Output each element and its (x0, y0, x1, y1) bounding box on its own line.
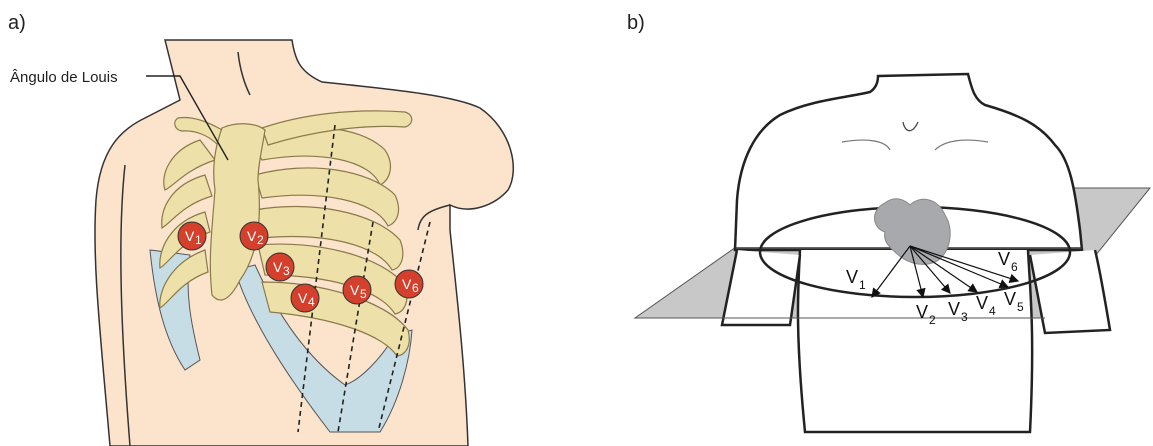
svg-text:6: 6 (1011, 260, 1018, 274)
svg-text:V: V (916, 302, 928, 322)
electrode-v1-label: V (185, 228, 195, 244)
electrode-v3: V 3 (266, 253, 294, 281)
svg-text:2: 2 (929, 313, 936, 327)
svg-text:V: V (846, 267, 858, 287)
panel-a-chest: Ângulo de Louis V 1 V 2 V 3 V 4 V 5 (10, 40, 513, 446)
svg-text:5: 5 (1017, 300, 1024, 314)
electrode-v5: V 5 (343, 276, 371, 304)
svg-text:V: V (998, 249, 1010, 269)
electrode-v6-sub: 6 (412, 281, 419, 295)
electrode-v4-label: V (298, 290, 308, 306)
electrode-v5-label: V (350, 282, 360, 298)
electrode-v6: V 6 (395, 270, 423, 298)
svg-text:V: V (948, 299, 960, 319)
svg-text:4: 4 (989, 304, 996, 318)
electrode-v2-label: V (247, 228, 257, 244)
electrode-v5-sub: 5 (360, 287, 367, 301)
svg-text:V: V (1004, 289, 1016, 309)
svg-text:3: 3 (961, 310, 968, 324)
panel-b-torso: V 1 V 2 V 3 V 4 V 5 V 6 (635, 74, 1150, 432)
electrode-v4-sub: 4 (308, 295, 315, 309)
electrode-v3-label: V (273, 259, 283, 275)
torso-outline-lower (798, 250, 1032, 432)
louis-angle-label: Ângulo de Louis (10, 69, 118, 86)
electrode-v2-sub: 2 (257, 233, 264, 247)
electrode-v2: V 2 (240, 222, 268, 250)
left-arm (722, 250, 800, 325)
electrode-v1-sub: 1 (195, 233, 202, 247)
right-arm (1030, 250, 1110, 333)
electrode-v4: V 4 (291, 284, 319, 312)
svg-text:V: V (976, 293, 988, 313)
electrode-v6-label: V (402, 276, 412, 292)
electrode-v3-sub: 3 (283, 264, 290, 278)
svg-text:1: 1 (859, 278, 866, 292)
electrode-v1: V 1 (178, 222, 206, 250)
